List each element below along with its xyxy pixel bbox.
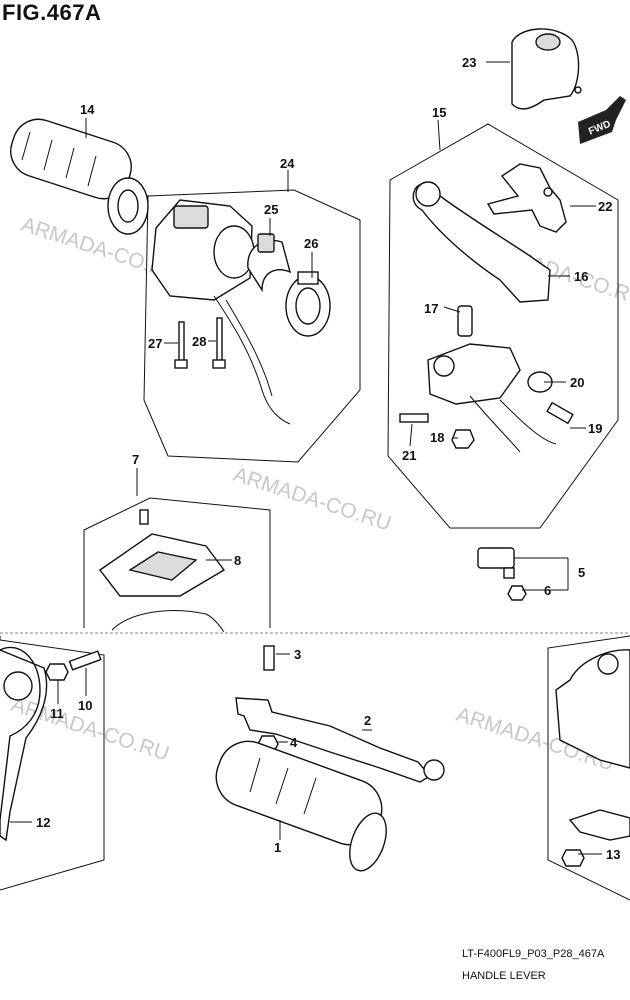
callout-10: 10 bbox=[78, 698, 92, 713]
callout-22: 22 bbox=[598, 199, 612, 214]
figure-title: FIG.467A bbox=[2, 0, 102, 25]
callout-7: 7 bbox=[132, 452, 139, 467]
brake-lever bbox=[235, 645, 445, 783]
group-box-7 bbox=[83, 497, 271, 628]
callout-5: 5 bbox=[578, 565, 585, 580]
callout-3: 3 bbox=[294, 647, 301, 662]
callout-8: 8 bbox=[234, 553, 241, 568]
callout-1: 1 bbox=[274, 840, 281, 855]
brake-switch bbox=[477, 547, 527, 601]
callout-6: 6 bbox=[544, 583, 551, 598]
throttle-housing-ring bbox=[285, 271, 331, 337]
housing-lower-right bbox=[555, 649, 630, 867]
switch-cover bbox=[247, 233, 292, 293]
callout-17: 17 bbox=[424, 301, 438, 316]
callout-20: 20 bbox=[570, 375, 584, 390]
parking-lever bbox=[486, 163, 567, 233]
callout-24: 24 bbox=[280, 156, 295, 171]
callout-2: 2 bbox=[364, 713, 371, 728]
handlebar-switch bbox=[151, 199, 291, 425]
figure-name: HANDLE LEVER bbox=[462, 970, 546, 982]
callout-28: 28 bbox=[192, 334, 206, 349]
brake-lever-assembly bbox=[399, 181, 574, 453]
callout-19: 19 bbox=[588, 421, 602, 436]
grip-left bbox=[10, 118, 149, 235]
callout-25: 25 bbox=[264, 202, 278, 217]
callout-18: 18 bbox=[430, 430, 444, 445]
group-box-15 bbox=[387, 123, 619, 529]
leader-lines bbox=[10, 61, 602, 855]
reservoir-cover bbox=[98, 509, 226, 633]
group-box-lh bbox=[0, 636, 105, 891]
callout-4: 4 bbox=[290, 735, 298, 750]
housing-lower-left bbox=[0, 646, 102, 842]
callout-21: 21 bbox=[402, 448, 416, 463]
group-box-24 bbox=[143, 189, 361, 463]
callout-13: 13 bbox=[606, 847, 620, 862]
watermark: ARMADA-CO.RU bbox=[230, 463, 394, 536]
callout-12: 12 bbox=[36, 815, 50, 830]
callout-14: 14 bbox=[80, 102, 95, 117]
callout-16: 16 bbox=[574, 269, 588, 284]
callout-27: 27 bbox=[148, 336, 162, 351]
grip-right bbox=[215, 740, 387, 872]
callout-26: 26 bbox=[304, 236, 318, 251]
figure-code: LT-F400FL9_P03_P28_467A bbox=[462, 948, 605, 960]
group-box-rh bbox=[547, 635, 630, 901]
screws-27-28 bbox=[174, 317, 226, 369]
callout-11: 11 bbox=[50, 706, 64, 721]
fwd-arrow-icon bbox=[578, 96, 626, 144]
callout-23: 23 bbox=[462, 55, 476, 70]
lever-cover bbox=[511, 28, 582, 110]
callout-15: 15 bbox=[432, 105, 446, 120]
